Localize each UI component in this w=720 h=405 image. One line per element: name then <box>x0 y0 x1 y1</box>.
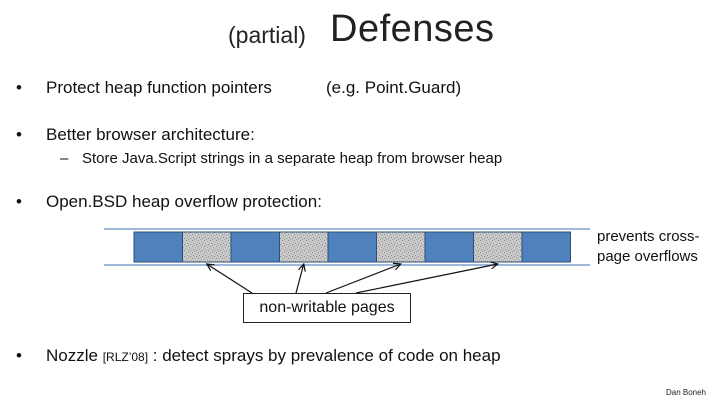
writable-page <box>327 231 377 263</box>
bullet-openbsd: Open.BSD heap overflow protection: <box>46 192 322 211</box>
bullet-marker: • <box>16 346 22 365</box>
bullet-example: (e.g. Point.Guard) <box>326 78 462 97</box>
nozzle-description: : detect sprays by prevalence of code on… <box>148 346 501 365</box>
page-strip <box>133 231 571 263</box>
writable-page <box>230 231 280 263</box>
writable-page <box>133 231 183 263</box>
arrowhead <box>392 262 403 271</box>
pointer-arrow <box>355 263 498 294</box>
pointer-arrow <box>295 263 305 294</box>
citation: [RLZ’08] <box>102 350 149 364</box>
bullet-marker: • <box>16 78 22 97</box>
arrowhead <box>298 262 306 272</box>
guard-page <box>279 231 329 263</box>
writable-page <box>424 231 474 263</box>
bullet-nozzle: Nozzle [RLZ’08] : detect sprays by preva… <box>46 346 501 366</box>
nozzle-label: Nozzle <box>46 346 103 365</box>
bullet-protect-heap: Protect heap function pointers <box>46 78 272 97</box>
writable-page <box>521 231 571 263</box>
pointer-arrow <box>206 263 253 294</box>
sub-bullet-marker: – <box>60 150 69 167</box>
guard-page <box>376 231 426 263</box>
arrowhead <box>205 263 215 272</box>
bullet-browser-architecture: Better browser architecture: <box>46 125 255 144</box>
footer-author: Dan Boneh <box>665 388 706 397</box>
arrows <box>205 261 500 294</box>
arrowhead <box>490 261 500 270</box>
sub-bullet-separate-heap: Store Java.Script strings in a separate … <box>82 150 503 167</box>
bullet-marker: • <box>16 125 22 144</box>
side-note-prevents-overflow: prevents cross-page overflows <box>597 228 700 265</box>
slide-title: Defenses <box>330 8 495 50</box>
pointer-arrow <box>325 263 401 294</box>
non-writable-pages-label: non-writable pages <box>243 293 411 323</box>
title-prefix: (partial) <box>228 22 306 48</box>
bullet-marker: • <box>16 192 22 211</box>
guard-page <box>182 231 232 263</box>
guard-page <box>473 231 523 263</box>
